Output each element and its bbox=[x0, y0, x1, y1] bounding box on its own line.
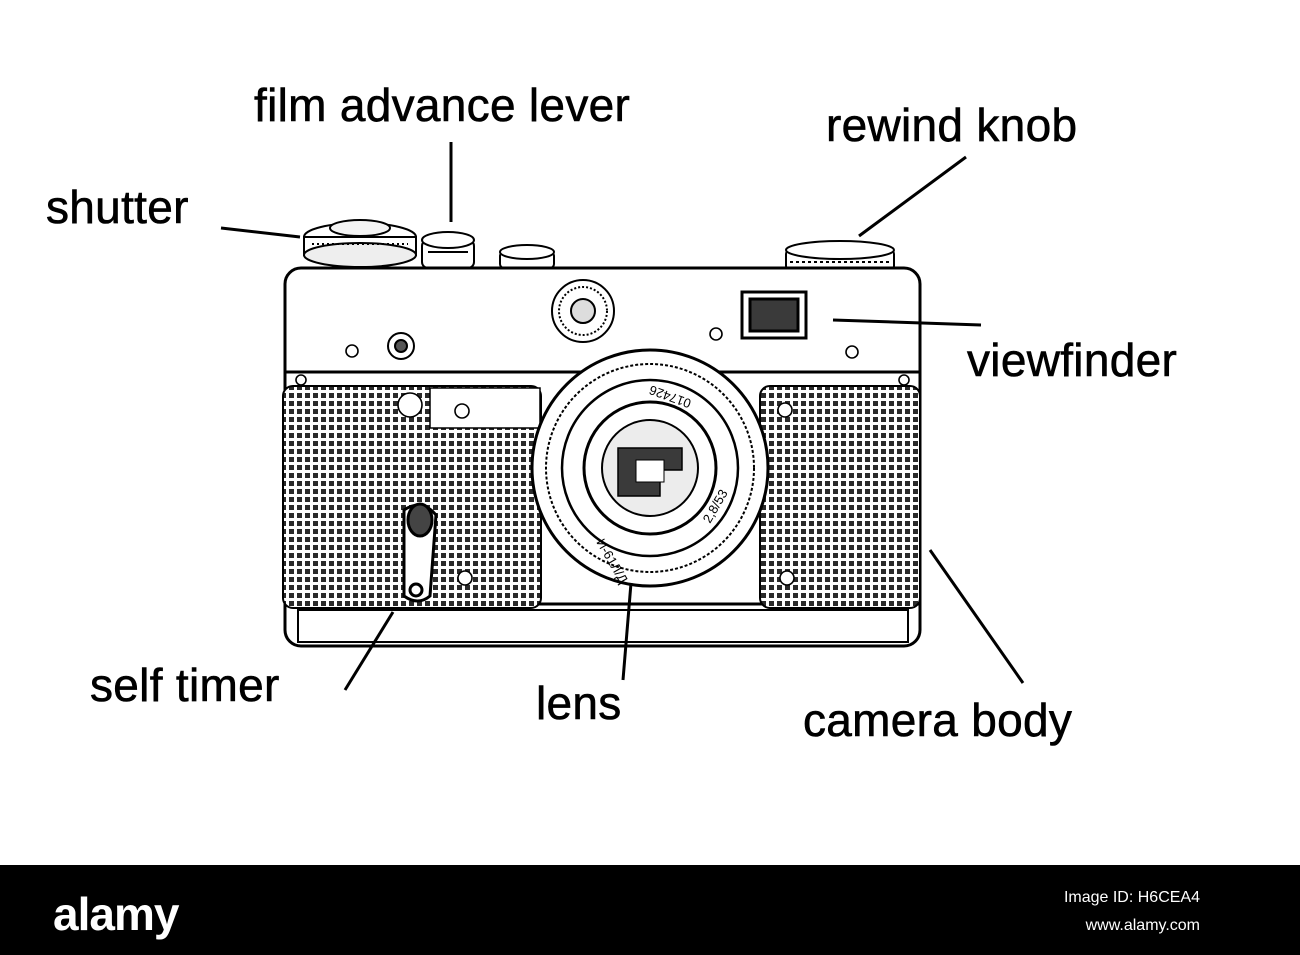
alamy-logo: alamy bbox=[53, 888, 179, 940]
sync-socket bbox=[387, 332, 415, 360]
label-camera-body: camera body bbox=[803, 694, 1073, 746]
camera-body bbox=[282, 266, 922, 648]
leader-line-lens bbox=[621, 582, 633, 681]
label-shutter: shutter bbox=[46, 181, 189, 233]
diagram-canvas: 017426 И-61Л/Д 2,8/53 film advance lever… bbox=[45, 79, 1178, 746]
leader-line-camera-body bbox=[928, 549, 1025, 684]
self-timer-lever bbox=[402, 502, 438, 603]
label-lens: lens bbox=[536, 677, 622, 729]
shutter-release-button bbox=[499, 244, 555, 269]
film-advance-lever bbox=[421, 231, 475, 269]
viewfinder-window bbox=[740, 290, 808, 340]
leader-line-shutter bbox=[220, 226, 301, 239]
rangefinder-window bbox=[551, 279, 615, 343]
label-viewfinder: viewfinder bbox=[967, 334, 1178, 386]
rewind-knob bbox=[785, 240, 895, 271]
lens-barrel bbox=[530, 348, 770, 588]
site-url-text: www.alamy.com bbox=[1085, 917, 1200, 934]
camera-illustration: 017426 И-61Л/Д 2,8/53 bbox=[220, 142, 1025, 691]
label-film-advance-lever: film advance lever bbox=[254, 79, 631, 131]
image-id-text: Image ID: H6CEA4 bbox=[1063, 889, 1200, 906]
screws bbox=[295, 327, 910, 586]
watermark-footer: alamy Image ID: H6CEA4 www.alamy.com bbox=[0, 865, 1300, 955]
leader-line-viewfinder bbox=[832, 318, 982, 327]
label-self-timer: self timer bbox=[90, 659, 280, 711]
leader-line-self-timer bbox=[343, 611, 395, 691]
leader-line-rewind-knob bbox=[858, 155, 967, 238]
shutter-dial bbox=[303, 219, 417, 268]
label-rewind-knob: rewind knob bbox=[826, 99, 1078, 151]
